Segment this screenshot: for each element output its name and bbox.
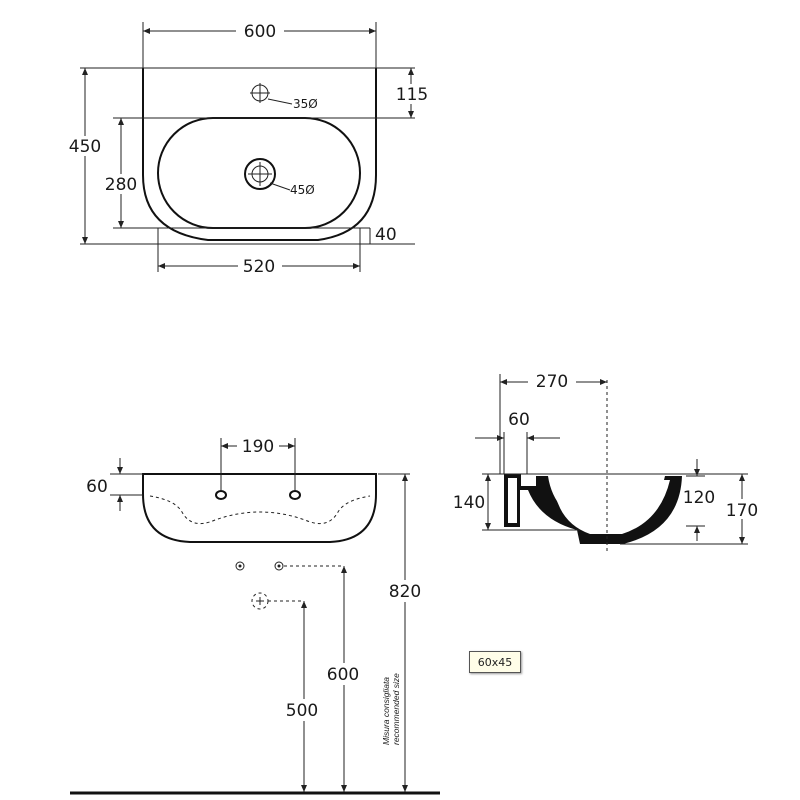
- bowl-hidden-line: [149, 495, 371, 525]
- dim-drain-diameter: 45Ø: [290, 183, 315, 197]
- dim-width-600: 600: [244, 22, 276, 42]
- dim-supply-600: 600: [327, 665, 359, 685]
- dim-tap-diameter: 35Ø: [293, 97, 318, 111]
- dim-bowl-520: 520: [243, 257, 275, 277]
- dim-mount-820: 820: [389, 582, 421, 602]
- dim-tap-spacing-190: 190: [242, 437, 274, 457]
- bowl-outline-top: [157, 117, 361, 229]
- dim-waste-500: 500: [286, 701, 318, 721]
- dim-bowl-280: 280: [105, 175, 137, 195]
- dim-offset-60: 60: [508, 410, 530, 430]
- drain-hole: [244, 158, 276, 190]
- dim-depth-270: 270: [536, 372, 568, 392]
- basin-outline-top: [142, 68, 377, 241]
- side-view: 270 60 140 120 170: [452, 371, 762, 552]
- supply-connectors: [235, 561, 344, 571]
- tap-hole-right: [289, 490, 301, 500]
- tap-hole-left: [215, 490, 227, 500]
- dim-rim-40: 40: [375, 225, 397, 245]
- top-view: 600 450 280 115 40 520 35Ø 45Ø: [64, 20, 432, 277]
- dim-height-140: 140: [453, 493, 485, 513]
- svg-text:recommended size: recommended size: [391, 673, 401, 745]
- size-tag: 60x45: [469, 651, 521, 673]
- dim-depth-450: 450: [69, 137, 101, 157]
- dim-bowl-120: 120: [683, 488, 715, 508]
- basin-outline-front: [142, 473, 377, 543]
- tap-hole: [250, 83, 270, 103]
- front-view: 190 60 820 600 500 Misura consigliata re…: [70, 436, 440, 795]
- recommended-note: Misura consigliata recommended size: [381, 673, 401, 745]
- dim-overall-170: 170: [726, 501, 758, 521]
- waste-outlet: [251, 592, 304, 610]
- dim-rim-60: 60: [86, 477, 108, 497]
- dim-tap-115: 115: [396, 85, 428, 105]
- svg-text:Misura consigliata: Misura consigliata: [381, 677, 391, 745]
